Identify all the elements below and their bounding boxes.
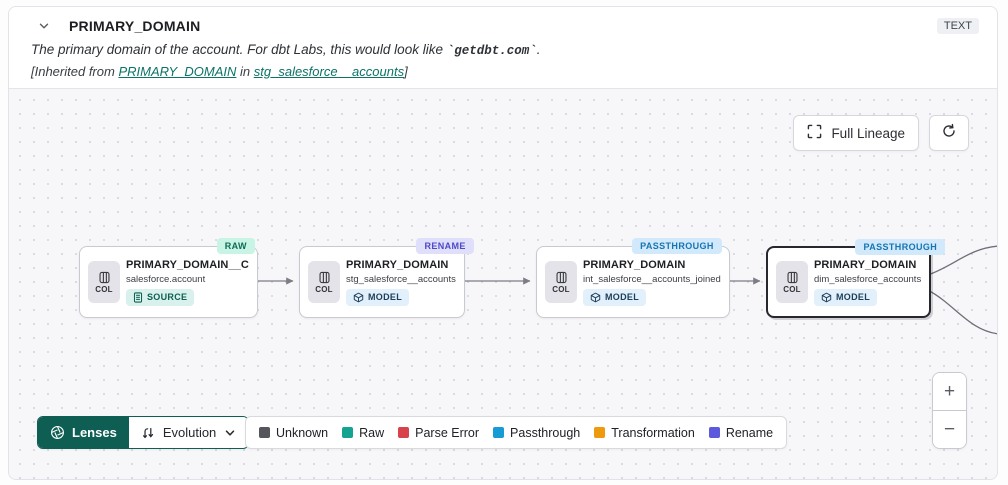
lineage-node-source[interactable]: RAW COL PRIMARY_DOMAIN__C salesforce.acc… — [79, 238, 258, 318]
legend-swatch — [708, 427, 720, 438]
lenses-control: Lenses Evolution — [37, 416, 250, 449]
legend-item: Passthrough — [493, 426, 580, 440]
legend-item: Transformation — [594, 426, 695, 440]
chevron-down-icon — [226, 429, 235, 436]
lens-dropdown[interactable]: Evolution — [128, 417, 249, 448]
lens-aperture-icon — [51, 426, 64, 439]
evolution-badge-rename: RENAME — [416, 238, 474, 254]
node-subtitle: dim_salesforce_accounts — [814, 273, 922, 285]
resource-type-badge: MODEL — [583, 288, 646, 306]
column-icon — [555, 271, 567, 283]
zoom-in-button[interactable]: + — [933, 373, 966, 410]
column-chip: COL — [308, 261, 340, 303]
evolution-badge-passthrough: PASSTHROUGH — [632, 238, 722, 254]
page-title: PRIMARY_DOMAIN — [69, 18, 201, 34]
legend-swatch — [342, 427, 354, 438]
column-description: The primary domain of the account. For d… — [31, 42, 541, 58]
lineage-node-dim[interactable]: PASSTHROUGH COL PRIMARY_DOMAIN dim_sales… — [766, 239, 946, 318]
model-icon — [590, 292, 601, 302]
lens-selected-value: Evolution — [162, 425, 217, 440]
resource-type-badge: MODEL — [814, 288, 877, 306]
column-chip: COL — [88, 261, 120, 303]
refresh-button[interactable] — [929, 115, 969, 151]
inline-code: `getdbt.com` — [446, 44, 537, 58]
legend-swatch — [259, 427, 270, 438]
node-title: PRIMARY_DOMAIN — [583, 258, 686, 271]
evolution-icon — [142, 427, 153, 438]
node-title: PRIMARY_DOMAIN__C — [126, 258, 249, 271]
column-chip: COL — [776, 261, 808, 303]
model-icon — [821, 292, 832, 302]
node-title: PRIMARY_DOMAIN — [346, 258, 449, 271]
column-lineage-panel: PRIMARY_DOMAIN TEXT The primary domain o… — [8, 6, 998, 480]
column-type-badge: TEXT — [936, 18, 979, 34]
node-subtitle: stg_salesforce__accounts — [346, 273, 456, 285]
node-subtitle: salesforce.account — [126, 273, 206, 285]
legend-item: Unknown — [259, 426, 328, 440]
evolution-badge-raw: RAW — [216, 238, 255, 254]
model-icon — [353, 292, 364, 302]
lineage-node-int[interactable]: PASSTHROUGH COL PRIMARY_DOMAIN int_sales… — [536, 238, 730, 318]
expand-icon — [807, 124, 822, 142]
lenses-button[interactable]: Lenses — [38, 417, 129, 448]
resource-type-badge: SOURCE — [126, 288, 195, 306]
evolution-badge-passthrough: PASSTHROUGH — [855, 239, 946, 255]
zoom-control: + − — [932, 372, 967, 449]
source-icon — [133, 291, 143, 303]
column-icon — [318, 271, 330, 283]
legend-item: Raw — [342, 426, 384, 440]
evolution-legend: Unknown Raw Parse Error Passthrough Tran… — [245, 416, 788, 449]
legend-item: Rename — [708, 426, 773, 440]
divider — [933, 410, 966, 411]
refresh-icon — [941, 123, 957, 144]
column-chip: COL — [545, 261, 577, 303]
lineage-node-stg[interactable]: RENAME COL PRIMARY_DOMAIN stg_salesforce… — [299, 238, 474, 318]
lineage-canvas[interactable]: Full Lineage RAW COL PRIMARY_DOMAIN__C s… — [9, 89, 997, 479]
legend-item: Parse Error — [398, 426, 479, 440]
lenses-label: Lenses — [72, 425, 117, 440]
legend-swatch — [398, 427, 410, 438]
legend-swatch — [493, 427, 505, 438]
full-lineage-button[interactable]: Full Lineage — [793, 115, 919, 151]
inherited-column-link[interactable]: PRIMARY_DOMAIN — [118, 64, 237, 79]
legend-swatch — [594, 427, 606, 438]
column-icon — [98, 271, 110, 283]
column-header: PRIMARY_DOMAIN TEXT The primary domain o… — [9, 7, 997, 89]
zoom-out-button[interactable]: − — [933, 411, 966, 448]
resource-type-badge: MODEL — [346, 288, 409, 306]
node-subtitle: int_salesforce__accounts_joined — [583, 273, 721, 285]
node-title: PRIMARY_DOMAIN — [814, 258, 917, 271]
collapse-chevron-icon[interactable] — [35, 17, 53, 35]
inherited-model-link[interactable]: stg_salesforce__accounts — [253, 64, 405, 79]
inherited-note: [Inherited from PRIMARY_DOMAIN in stg_sa… — [31, 64, 408, 79]
full-lineage-label: Full Lineage — [831, 125, 905, 141]
column-icon — [786, 271, 798, 283]
